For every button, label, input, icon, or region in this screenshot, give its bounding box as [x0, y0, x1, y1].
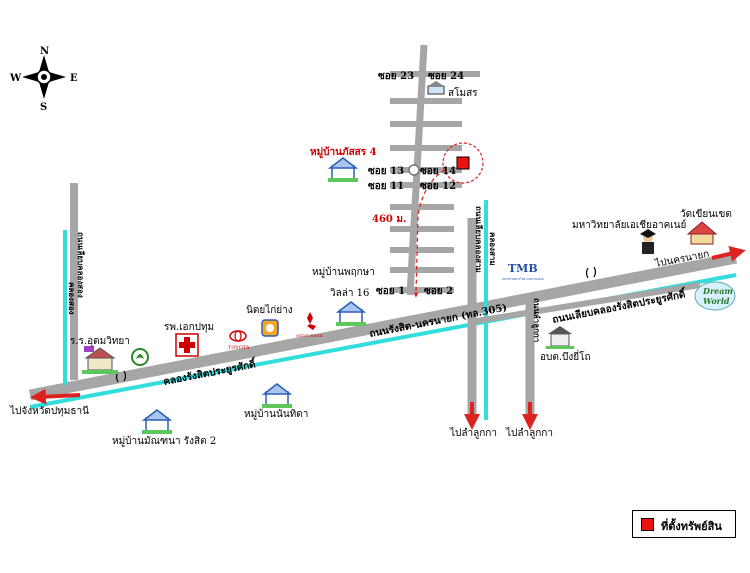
hospital-icon [175, 333, 199, 357]
road-main-line [28, 252, 738, 401]
toyota-logo-icon [229, 330, 247, 342]
compass-n: N [40, 46, 49, 57]
graduate-icon [640, 229, 656, 254]
label-soi23: ซอย 23 [378, 71, 414, 82]
label-university: มหาวิทยาลัยเอเชียอาคเนย์ [572, 219, 686, 231]
label-to-lamlukka1: ไปลำลูกกา [449, 427, 497, 439]
mitsubishi-label: MITSUBISHI [296, 333, 323, 338]
label-soi14: ซอย 14 [420, 166, 456, 177]
label-soi13: ซอย 13 [368, 166, 404, 177]
label-soi12: ซอย 12 [420, 181, 456, 192]
tmb-logo-icon: TMB ธนาคารทหารไทย TMB BANK [502, 262, 545, 281]
house-icon-phatsara4 [327, 157, 359, 182]
mitsubishi-logo-icon [307, 312, 316, 330]
arrow-to-pathum [30, 388, 81, 405]
label-soi11: ซอย 11 [368, 181, 404, 192]
club-icon [427, 81, 445, 95]
label-villa16: วิลล่า 16 [330, 288, 370, 299]
label-nitto: นิตยไก่ย่าง [246, 304, 293, 316]
bank-leaf-icon [131, 348, 149, 366]
label-road-right-vertical: ถนนลำลูกกา [531, 298, 542, 342]
property-highlight-circle [442, 142, 484, 184]
nitto-logo-icon [261, 319, 279, 337]
label-canal-center-vertical: คลองสาม [488, 232, 498, 266]
dreamworld-logo-icon: Dream World [694, 281, 736, 311]
compass-s: S [40, 102, 47, 113]
house-icon-nanthida [261, 383, 293, 408]
arrow-to-nakhon [711, 246, 746, 262]
dreamworld-text-1: Dream [702, 286, 733, 296]
label-distance: 460 ม. [372, 214, 406, 225]
house-icon-manthana [141, 409, 173, 434]
compass-w: W [9, 73, 22, 84]
label-obt: อบต.บึงยี่โถ [540, 349, 591, 363]
label-canal-left-vertical: คลองสอง [67, 282, 77, 315]
legend-box: ที่ตั้งทรัพย์สิน [632, 510, 736, 538]
compass-rose [22, 55, 66, 99]
compass-e: E [70, 73, 78, 84]
label-samosorn: สโมสร [448, 86, 478, 99]
road-parallel-lower [469, 282, 701, 325]
house-icon-pruksa [335, 301, 367, 326]
label-hospital: รพ.เอกปทุม [164, 322, 214, 333]
toyota-label: TOYOTA [228, 345, 250, 351]
label-temple: วัดเขียนเขต [680, 208, 732, 220]
label-soi1: ซอย 1 [376, 286, 405, 297]
label-village-pruksa: หมู่บ้านพฤกษา [312, 266, 375, 278]
label-soi2: ซอย 2 [424, 286, 453, 297]
school-icon [82, 346, 118, 374]
label-village-manthana: หมู่บ้านมัณฑนา รังสิต 2 [112, 435, 216, 447]
tmb-subtext: ธนาคารทหารไทย TMB BANK [502, 277, 545, 281]
temple-icon [686, 221, 718, 245]
route-dashed-arrow [413, 169, 446, 298]
label-school: ร.ร.อุดมวิทยา [70, 336, 130, 347]
label-soi24: ซอย 24 [428, 71, 464, 82]
property-marker [456, 156, 470, 170]
soi-branches [390, 71, 480, 293]
obt-pavilion-icon [546, 326, 574, 349]
label-road-left-vertical: ถนนเลียบคลองสอง [76, 232, 86, 298]
label-village-nanthida: หมู่บ้านนันทิดา [244, 408, 308, 420]
legend-text: ที่ตั้งทรัพย์สิน [661, 520, 722, 533]
label-road-center-vertical: ถนนเลียบคลองสาม [474, 206, 484, 273]
label-to-pathum: ไปจังหวัดปทุมธานี [9, 405, 89, 417]
roundabout [408, 164, 420, 176]
legend-marker [641, 518, 654, 531]
label-to-lamlukka2: ไปลำลูกกา [505, 427, 553, 439]
tmb-text: TMB [508, 262, 538, 275]
label-village-phatsara4: หมู่บ้านภัสสร 4 [310, 146, 377, 159]
dreamworld-text-2: World [703, 296, 730, 306]
